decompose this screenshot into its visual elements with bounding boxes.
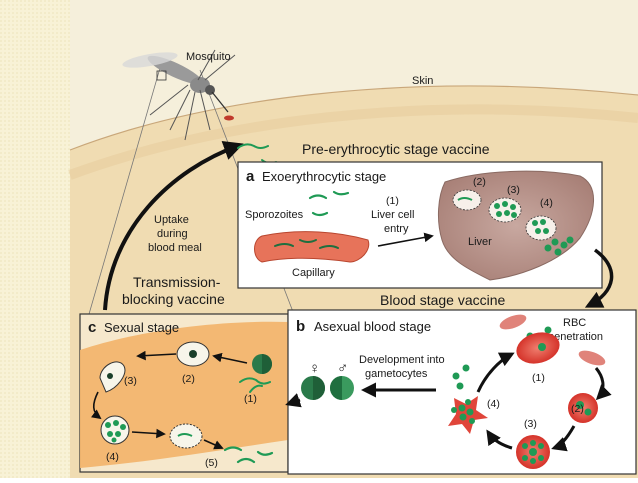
liver-entry-arrow [377, 232, 434, 247]
male-symbol: ♂ [337, 360, 348, 377]
transmission-label-line1: Transmission- [133, 274, 221, 290]
development-label-line2: gametocytes [365, 368, 428, 380]
skin-line [69, 85, 638, 151]
b-step4: (4) [487, 398, 500, 410]
skin-label: Skin [412, 75, 433, 87]
uptake-arrow [103, 140, 244, 311]
left-dotted-band [0, 0, 70, 478]
liver-stage4-cell [525, 215, 574, 256]
female-symbol: ♀ [309, 360, 320, 377]
panel-b-title: Asexual blood stage [314, 319, 431, 334]
mosquito-label: Mosquito [186, 51, 231, 63]
panel-c-title: Sexual stage [104, 320, 179, 335]
oocyst-cell-4 [100, 415, 130, 445]
rbc-penetration-line1: RBC [563, 317, 586, 329]
uptake-label-line1: Uptake [154, 214, 189, 226]
gametocytes-b [301, 376, 354, 400]
released-sporozoites [223, 446, 274, 464]
uptake-label-line3: blood meal [148, 242, 202, 254]
rbc-penetration-line2: penetration [548, 331, 603, 343]
liver-label: Liver [468, 236, 492, 248]
c-step5: (5) [205, 457, 218, 469]
c-step1: (1) [244, 393, 257, 405]
c-step3: (3) [124, 375, 137, 387]
sporozoites-label: Sporozoites [245, 209, 304, 221]
panel-a-title: Exoerythrocytic stage [262, 169, 386, 184]
liver-entry-line2: entry [384, 223, 409, 235]
ruptured-oocyst [169, 423, 203, 449]
zygote-cell-2 [176, 341, 210, 367]
liver-step2: (2) [473, 176, 486, 188]
liver-stage2-cell [452, 189, 482, 211]
step1-number-a: (1) [386, 195, 399, 207]
c-step2: (2) [182, 373, 195, 385]
liver-entry-line1: Liver cell [371, 209, 414, 221]
panel-a-letter: a [246, 168, 255, 185]
b-step1: (1) [532, 372, 545, 384]
sporozoite-icons [308, 190, 350, 217]
panel-b-letter: b [296, 318, 305, 335]
liver-step4: (4) [540, 197, 553, 209]
transmission-label-line2: blocking vaccine [122, 291, 225, 307]
panel-c-letter: c [88, 319, 96, 336]
ookinete-cell-3 [99, 361, 126, 393]
uptake-label-line2: during [157, 228, 188, 240]
capillary-icon [254, 231, 370, 263]
pre-erythrocytic-vaccine-label: Pre-erythrocytic stage vaccine [302, 141, 490, 157]
skin-shadow [68, 104, 638, 180]
rbc-cycle [448, 314, 612, 469]
liver-to-blood-arrow [584, 248, 614, 308]
liver-step3: (3) [507, 184, 520, 196]
development-label-line1: Development into [359, 354, 445, 366]
c-step4: (4) [106, 451, 119, 463]
capillary-label: Capillary [292, 267, 335, 279]
b-step3: (3) [524, 418, 537, 430]
liver-stage3-cell [488, 197, 522, 223]
b-step2: (2) [571, 403, 584, 415]
gametocytes-c-1 [239, 354, 272, 393]
panel-c-arrows [90, 350, 248, 450]
gametocyte-transfer-arrow [285, 393, 302, 408]
blood-vaccine-label: Blood stage vaccine [380, 292, 506, 308]
